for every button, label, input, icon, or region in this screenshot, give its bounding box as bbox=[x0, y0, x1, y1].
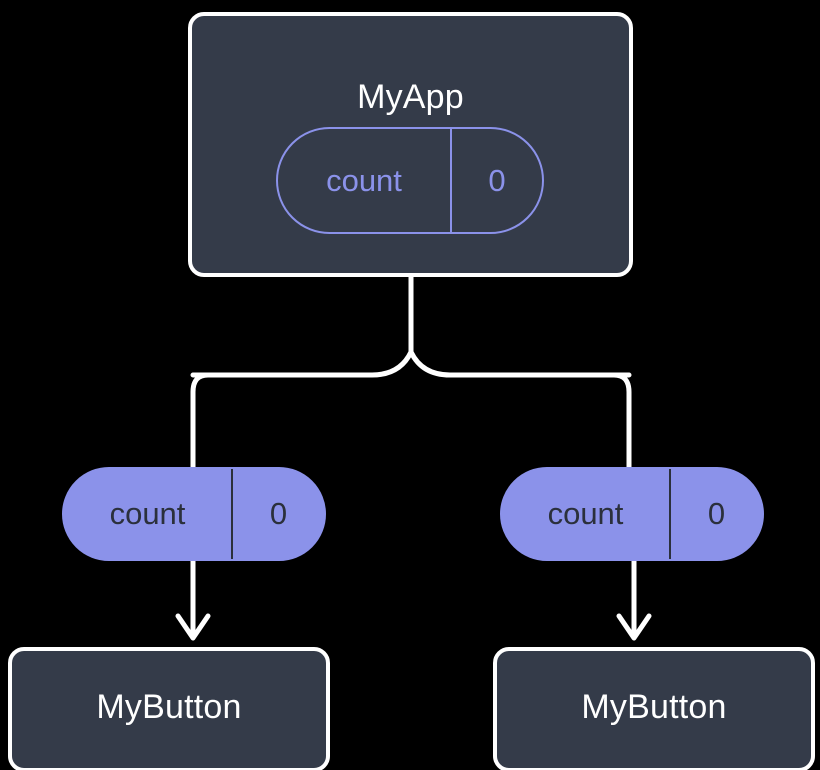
component-label-mybutton: MyButton bbox=[96, 688, 242, 726]
component-node-mybutton-left[interactable]: MyButton bbox=[8, 647, 330, 770]
prop-pill-value: 0 bbox=[269, 496, 288, 531]
prop-pill-key: count bbox=[502, 469, 671, 559]
component-label-mybutton: MyButton bbox=[581, 688, 727, 726]
left-descent bbox=[190, 372, 218, 473]
state-pill-count-root[interactable]: count 0 bbox=[276, 127, 544, 234]
prop-pill-value: 0 bbox=[707, 496, 726, 531]
left-arrow-head bbox=[175, 613, 211, 641]
component-node-mybutton-right[interactable]: MyButton bbox=[493, 647, 815, 770]
state-pill-key: count bbox=[278, 129, 452, 232]
split-junction bbox=[190, 349, 632, 378]
prop-pill-count-right[interactable]: count 0 bbox=[500, 467, 764, 561]
prop-pill-key: count bbox=[64, 469, 233, 559]
prop-pill-count-left[interactable]: count 0 bbox=[62, 467, 326, 561]
right-descent bbox=[604, 372, 632, 473]
right-arrow-head bbox=[616, 613, 652, 641]
state-pill-value: 0 bbox=[488, 162, 506, 198]
component-label-myapp: MyApp bbox=[357, 78, 464, 116]
